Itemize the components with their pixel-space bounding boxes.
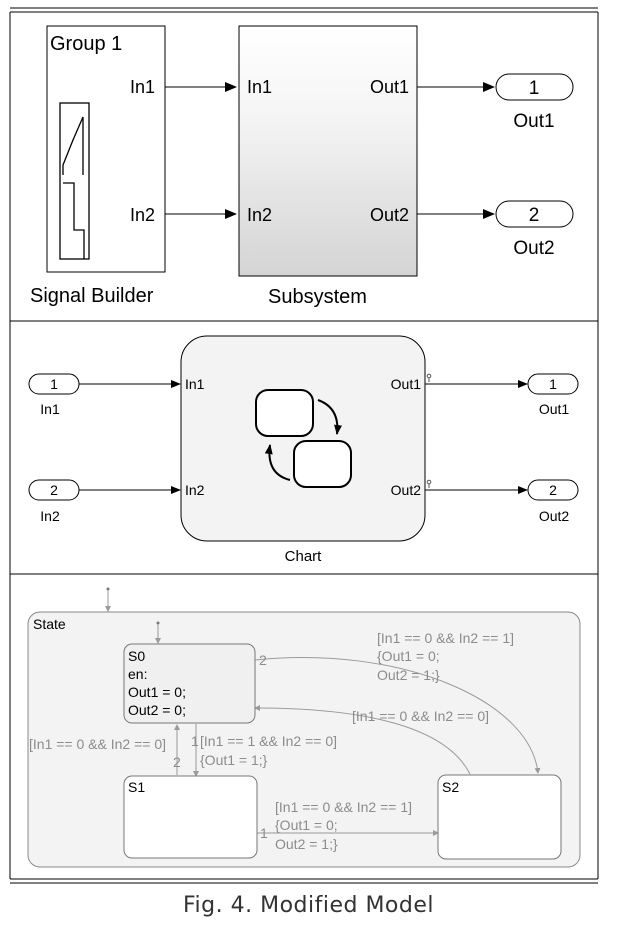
chart-port-in1: In1 xyxy=(185,376,205,392)
panel-top: Group 1 In1 In2 Signal Builder In1 In2 O… xyxy=(30,25,574,308)
signal-builder-name: Signal Builder xyxy=(30,285,154,307)
subsystem-port-out2: Out2 xyxy=(370,205,409,225)
transition-label-line: {Out1 = 0; xyxy=(377,648,440,664)
outport-block-2[interactable]: 2 xyxy=(495,200,574,228)
transition-order: 1 xyxy=(260,825,268,841)
transition-label-line: [In1 == 0 && In2 == 1] xyxy=(275,799,412,815)
inport-number: 2 xyxy=(50,482,58,498)
transition-label-line: Out2 = 1;} xyxy=(275,836,338,852)
label-s0-to-s2: 2 [In1 == 0 && In2 == 1] {Out1 = 0; Out2… xyxy=(259,630,514,683)
chart-block[interactable]: In1 In2 Out1 Out2 xyxy=(180,335,426,542)
outport-number: 2 xyxy=(549,482,557,498)
chart-port-out1: Out1 xyxy=(391,376,422,392)
state-s0[interactable]: S0 en: Out1 = 0; Out2 = 0; xyxy=(123,643,256,724)
outport-block-2[interactable]: 2 xyxy=(527,479,579,501)
figure-caption: Fig. 4. Modified Model xyxy=(182,893,435,918)
transition-label-line: [In1 == 0 && In2 == 1] xyxy=(377,630,514,646)
state-s2-name: S2 xyxy=(442,779,459,795)
label-s0-to-s1: 1 [In1 == 1 && In2 == 0] {Out1 = 1;} xyxy=(191,733,337,768)
state-s0-action: en: xyxy=(128,666,147,682)
transition-label-line: [In1 == 0 && In2 == 0] xyxy=(352,708,489,724)
state-s2[interactable]: S2 xyxy=(437,774,562,860)
transition-label-line: [In1 == 0 && In2 == 0] xyxy=(29,736,166,752)
signal-builder-block[interactable]: Group 1 In1 In2 xyxy=(46,25,166,273)
outport-number: 1 xyxy=(549,376,557,392)
transition-label-line: [In1 == 1 && In2 == 0] xyxy=(200,733,337,749)
state-s0-name: S0 xyxy=(128,648,145,664)
outport-block-1[interactable]: 1 xyxy=(495,73,574,101)
outport-block-1[interactable]: 1 xyxy=(527,373,579,395)
transition-label-line: Out2 = 1;} xyxy=(377,667,440,683)
chart-name: Chart xyxy=(285,548,323,565)
chart-port-in2: In2 xyxy=(185,482,205,498)
outport-name: Out2 xyxy=(539,508,570,524)
panel-bottom: State S0 en: Out1 = 0; Out2 = 0; xyxy=(27,587,581,868)
signal-builder-port-in1: In1 xyxy=(130,77,155,97)
transition-order: 2 xyxy=(173,754,181,770)
transition-label-line: {Out1 = 1;} xyxy=(200,752,268,768)
outport-number: 1 xyxy=(529,78,540,99)
label-s2-to-s0: [In1 == 0 && In2 == 0] xyxy=(352,708,489,724)
subsystem-port-out1: Out1 xyxy=(370,77,409,97)
inport-number: 1 xyxy=(50,376,58,392)
label-s1-to-s2: 1 [In1 == 0 && In2 == 1] {Out1 = 0; Out2… xyxy=(260,799,412,852)
outport-name: Out1 xyxy=(513,111,554,132)
inport-name: In2 xyxy=(40,508,60,524)
state-superstate-name: State xyxy=(33,616,66,632)
default-transition-state xyxy=(105,587,111,612)
transition-order: 1 xyxy=(191,733,199,749)
signal-builder-port-in2: In2 xyxy=(130,205,155,225)
figure-frame xyxy=(9,7,599,884)
transition-order: 2 xyxy=(259,652,267,668)
subsystem-block[interactable]: In1 In2 Out1 Out2 xyxy=(238,25,418,277)
chart-port-out2: Out2 xyxy=(391,482,422,498)
state-s1[interactable]: S1 xyxy=(123,775,258,859)
outport-name: Out2 xyxy=(513,238,554,259)
signal-builder-group-label: Group 1 xyxy=(50,33,122,55)
test-point-icon xyxy=(426,373,432,488)
state-s0-action: Out1 = 0; xyxy=(128,684,186,700)
inport-block-1[interactable]: 1 xyxy=(28,373,80,395)
inport-block-2[interactable]: 2 xyxy=(28,479,80,501)
outport-number: 2 xyxy=(529,205,540,226)
subsystem-port-in1: In1 xyxy=(247,77,272,97)
transition-s0-to-s2[interactable] xyxy=(254,657,541,774)
transition-label-line: {Out1 = 0; xyxy=(275,817,338,833)
state-s0-action: Out2 = 0; xyxy=(128,702,186,718)
default-transition-s0 xyxy=(155,621,161,644)
signal-builder-icon xyxy=(59,102,90,260)
subsystem-port-in2: In2 xyxy=(247,205,272,225)
stateflow-chart-icon xyxy=(255,389,352,488)
label-s1-to-s0: [In1 == 0 && In2 == 0] 2 xyxy=(29,736,181,770)
panel-middle: 1 In1 2 In2 In1 In2 Out1 Out2 Chart xyxy=(28,335,579,565)
inport-name: In1 xyxy=(40,401,60,417)
outport-name: Out1 xyxy=(539,401,570,417)
transition-s2-to-s0[interactable] xyxy=(254,705,471,775)
subsystem-name: Subsystem xyxy=(268,286,367,308)
state-s1-name: S1 xyxy=(128,779,145,795)
